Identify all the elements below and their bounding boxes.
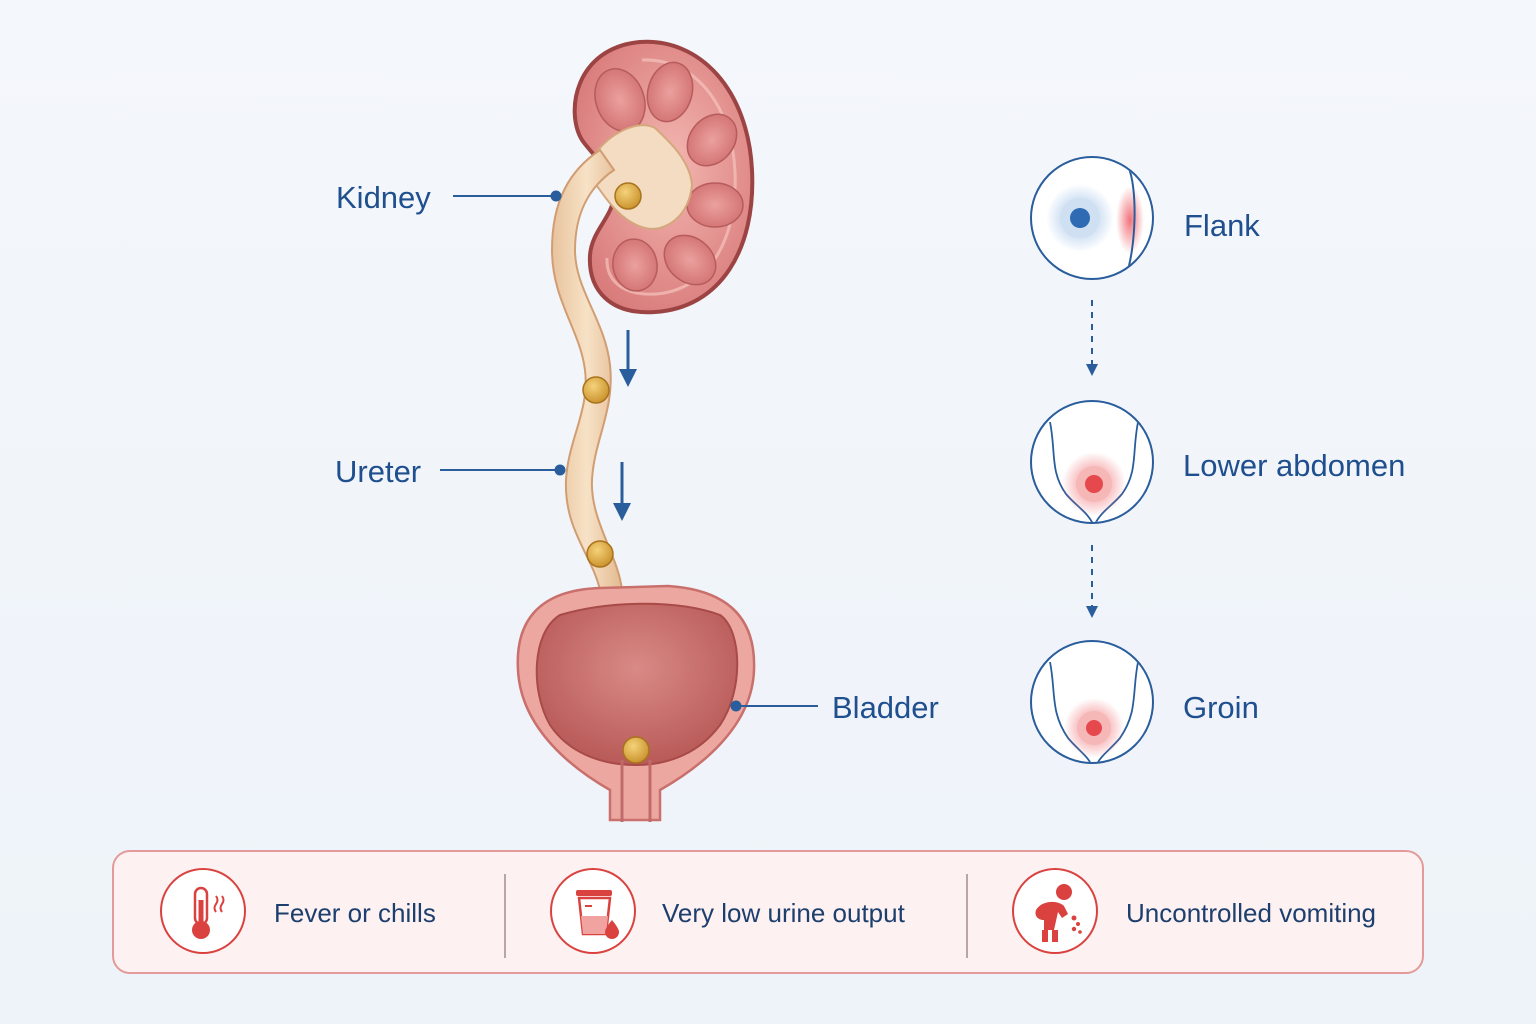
lower-abdomen-pain-label: Lower abdomen xyxy=(1183,448,1406,483)
bladder-label: Bladder xyxy=(832,690,939,725)
groin-pain-label: Groin xyxy=(1183,690,1259,725)
stone-bladder-neck xyxy=(622,736,650,764)
warning-item-vomiting: Uncontrolled vomiting xyxy=(968,852,1424,976)
flank-pain-label: Flank xyxy=(1184,208,1260,243)
groin-pain-icon xyxy=(1030,640,1154,764)
warning-divider-1 xyxy=(504,874,506,958)
warning-item-fever: Fever or chills xyxy=(114,852,504,976)
warning-item-urine: Very low urine output xyxy=(506,852,966,976)
kidney-stones xyxy=(582,182,650,764)
warning-label-urine: Very low urine output xyxy=(662,898,905,928)
urine-cup-icon xyxy=(550,868,636,954)
warning-label-vomiting: Uncontrolled vomiting xyxy=(1126,898,1377,928)
kidney-label: Kidney xyxy=(336,180,431,215)
flank-pain-icon xyxy=(1030,156,1154,280)
warning-label-fever: Fever or chills xyxy=(274,898,436,928)
stone-ureter-upper xyxy=(582,376,610,404)
ureter-label: Ureter xyxy=(335,454,422,489)
warning-signs-panel: Fever or chills Very low urine output xyxy=(112,850,1424,974)
stone-kidney xyxy=(614,182,642,210)
lower-abdomen-pain-icon xyxy=(1030,400,1154,524)
stone-ureter-lower xyxy=(586,540,614,568)
warning-divider-2 xyxy=(966,874,968,958)
thermometer-icon xyxy=(160,868,246,954)
vomiting-person-icon xyxy=(1012,868,1098,954)
